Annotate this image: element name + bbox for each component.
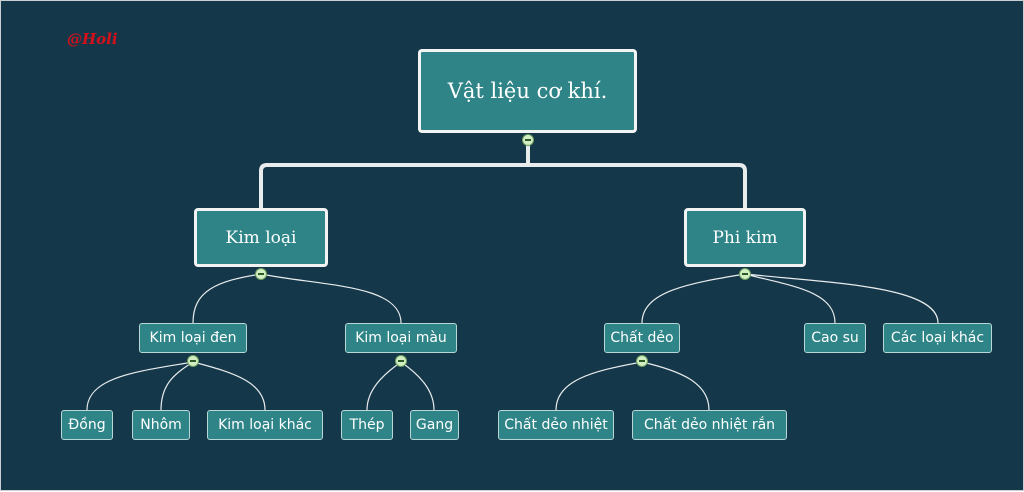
branch-node-kim-loai[interactable]: Kim loại bbox=[194, 208, 328, 267]
subnode-label: Kim loại đen bbox=[149, 330, 237, 346]
connector-cao-su bbox=[744, 273, 836, 324]
connector-chat-deo-nhiet-ran bbox=[641, 361, 710, 411]
subnode-label: Chất dẻo bbox=[610, 330, 674, 346]
root-node-label: Vật liệu cơ khí. bbox=[447, 79, 608, 103]
subnode-cao-su[interactable]: Cao su bbox=[804, 323, 866, 353]
subnode-label: Cao su bbox=[811, 330, 859, 346]
connector-gang bbox=[400, 361, 435, 411]
connector-cac-loai-khac bbox=[744, 273, 939, 324]
subnode-cac-loai-khac[interactable]: Các loại khác bbox=[883, 323, 992, 353]
leaf-label: Đồng bbox=[68, 417, 106, 433]
leaf-node-kim-loai-khac[interactable]: Kim loại khác bbox=[207, 410, 323, 440]
minus-icon bbox=[258, 273, 264, 275]
collapse-toggle-chat-deo[interactable] bbox=[636, 355, 648, 367]
collapse-toggle-phi-kim[interactable] bbox=[739, 268, 751, 280]
leaf-label: Chất dẻo nhiệt rắn bbox=[643, 417, 776, 433]
connector-kim-loai-den bbox=[192, 273, 262, 324]
minus-icon bbox=[742, 273, 748, 275]
leaf-label: Gang bbox=[415, 417, 454, 433]
connector-root-branches bbox=[259, 141, 747, 209]
subnode-chat-deo[interactable]: Chất dẻo bbox=[604, 323, 680, 353]
connector-thep bbox=[366, 361, 402, 411]
connector-dong bbox=[86, 361, 194, 411]
leaf-label: Kim loại khác bbox=[218, 417, 312, 433]
subnode-kim-loai-den[interactable]: Kim loại đen bbox=[139, 323, 247, 353]
minus-icon bbox=[398, 360, 404, 362]
branch-node-phi-kim[interactable]: Phi kim bbox=[684, 208, 806, 267]
subnode-label: Kim loại màu bbox=[355, 330, 447, 346]
connector-kim-loai-mau bbox=[260, 273, 402, 324]
collapse-toggle-kim-loai-den[interactable] bbox=[187, 355, 199, 367]
connector-kim-loai-khac bbox=[192, 361, 266, 411]
leaf-node-thep[interactable]: Thép bbox=[341, 410, 393, 440]
connector-nhom bbox=[160, 361, 194, 411]
leaf-node-chat-deo-nhiet[interactable]: Chất dẻo nhiệt bbox=[498, 410, 614, 440]
collapse-toggle-kim-loai[interactable] bbox=[255, 268, 267, 280]
connector-chat-deo bbox=[641, 273, 746, 324]
watermark-text: @Holi bbox=[67, 30, 118, 48]
leaf-node-chat-deo-nhiet-ran[interactable]: Chất dẻo nhiệt rắn bbox=[632, 410, 787, 440]
subnode-label: Các loại khác bbox=[890, 330, 985, 346]
collapse-toggle-kim-loai-mau[interactable] bbox=[395, 355, 407, 367]
leaf-node-gang[interactable]: Gang bbox=[410, 410, 459, 440]
leaf-node-nhom[interactable]: Nhôm bbox=[132, 410, 190, 440]
leaf-node-dong[interactable]: Đồng bbox=[61, 410, 113, 440]
connector-chat-deo-nhiet bbox=[555, 361, 643, 411]
root-node[interactable]: Vật liệu cơ khí. bbox=[418, 49, 637, 133]
leaf-label: Nhôm bbox=[140, 417, 182, 433]
minus-icon bbox=[190, 360, 196, 362]
collapse-toggle-root[interactable] bbox=[522, 134, 534, 146]
minus-icon bbox=[525, 139, 531, 141]
branch-node-label: Phi kim bbox=[712, 227, 778, 248]
leaf-label: Thép bbox=[349, 417, 385, 433]
minus-icon bbox=[639, 360, 645, 362]
branch-node-label: Kim loại bbox=[225, 227, 297, 248]
subnode-kim-loai-mau[interactable]: Kim loại màu bbox=[345, 323, 457, 353]
leaf-label: Chất dẻo nhiệt bbox=[504, 417, 608, 433]
